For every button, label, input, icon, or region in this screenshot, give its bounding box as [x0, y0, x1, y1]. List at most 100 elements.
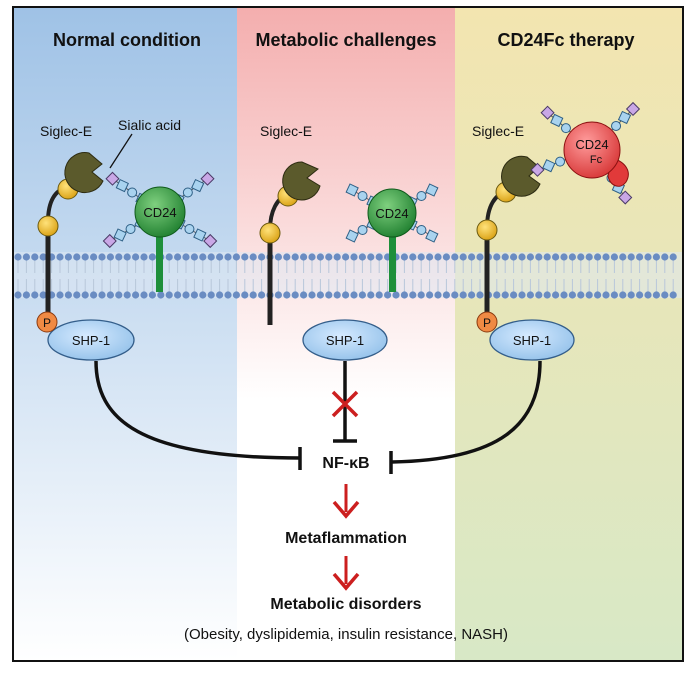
lipid-head — [568, 291, 577, 299]
sialic-acid-diamond — [540, 105, 555, 120]
lipid-head — [594, 291, 602, 299]
lipid-head — [552, 253, 560, 261]
lipid-head — [501, 291, 509, 299]
lipid-head — [358, 291, 366, 299]
lipid-head — [543, 253, 551, 261]
lipid-head — [409, 291, 417, 299]
lipid-head — [451, 291, 459, 299]
lipid-head — [157, 291, 165, 299]
lipid-head — [115, 291, 123, 299]
lipid-head — [39, 291, 47, 299]
glycan-square — [542, 159, 556, 173]
lipid-head — [585, 291, 593, 299]
sialic-acid-diamond — [102, 233, 117, 249]
glycan-square — [345, 229, 359, 243]
siglec-e-label-cd24fc: Siglec-E — [472, 123, 524, 139]
glycan-circle — [184, 224, 195, 234]
sialic-acid-label: Sialic acid — [118, 117, 181, 133]
lipid-head — [610, 253, 619, 261]
lipid-head — [661, 253, 669, 261]
lipid-head — [64, 253, 72, 261]
lipid-head — [14, 253, 22, 261]
glycan-square — [425, 229, 439, 243]
panel-title-cd24fc: CD24Fc therapy — [497, 30, 634, 50]
lipid-head — [409, 253, 417, 261]
lipid-head — [669, 253, 677, 261]
lipid-head — [182, 291, 190, 299]
lipid-head — [426, 291, 434, 299]
glycan-circle — [182, 187, 193, 198]
shp1-normal — [47, 319, 135, 361]
lipid-head — [274, 291, 282, 299]
lipid-head — [216, 253, 224, 261]
sialic-acid-diamond — [203, 233, 218, 249]
lipid-head — [535, 291, 543, 299]
lipid-head — [552, 291, 560, 299]
lipid-head — [148, 253, 156, 261]
shp1-label-cd24fc: SHP-1 — [513, 333, 551, 348]
lipid-head — [291, 253, 299, 261]
lipid-head — [274, 253, 282, 261]
glycan-square — [113, 228, 127, 242]
lipid-head — [560, 253, 568, 261]
cd24fc-label-line1: CD24 — [575, 137, 608, 152]
lipid-head — [241, 291, 249, 299]
lipid-head — [174, 253, 182, 261]
siglec-e-receptor-normal — [37, 152, 104, 320]
glycan-circle — [560, 123, 571, 134]
lipid-head — [308, 291, 316, 299]
lipid-head — [367, 253, 375, 261]
glycan-circle — [416, 225, 427, 235]
lipid-head — [140, 291, 148, 299]
lipid-head — [417, 291, 425, 299]
sialic-acid-diamond — [200, 171, 215, 186]
lipid-head — [661, 291, 669, 299]
lipid-head — [207, 253, 215, 261]
sialic-acid-diamond — [105, 171, 120, 186]
lipid-head — [241, 253, 249, 261]
lipid-head — [342, 253, 350, 261]
nfkb-label: NF-κB — [322, 455, 369, 472]
cd24fc-molecule — [530, 101, 641, 205]
lipid-head — [31, 291, 39, 299]
lipid-head — [602, 253, 610, 261]
lipid-head — [392, 291, 400, 299]
lipid-head — [577, 253, 585, 261]
lipid-head — [333, 291, 341, 299]
glycan-circle — [127, 187, 138, 198]
cd24-glycoprotein-normal — [102, 171, 218, 292]
lipid-head — [14, 291, 22, 299]
blocked-x-icon — [331, 390, 359, 418]
lipid-head — [216, 291, 224, 299]
lipid-head — [644, 253, 652, 261]
arrow-down-icon-1 — [332, 484, 360, 519]
lipid-head — [140, 253, 148, 261]
shp1-label-metabolic: SHP-1 — [326, 333, 364, 348]
lipid-head — [190, 291, 198, 299]
phospho-icon-cd24fc — [476, 311, 498, 333]
lipid-head — [308, 253, 316, 261]
lipid-head — [81, 253, 89, 261]
glycan-square — [193, 228, 207, 242]
sialic-acid-pointer — [109, 133, 133, 169]
shp1-metabolic — [302, 319, 388, 361]
lipid-head — [459, 291, 467, 299]
lipid-head — [165, 291, 173, 299]
lipid-head — [123, 253, 131, 261]
phospho-label-normal: P — [43, 316, 51, 330]
lipid-head — [375, 253, 383, 261]
lipid-head — [90, 253, 98, 261]
lipid-head — [232, 291, 240, 299]
panel-title-metabolic: Metabolic challenges — [255, 30, 436, 50]
cell-membrane — [14, 252, 682, 299]
lipid-head — [22, 291, 30, 299]
lipid-head — [199, 291, 207, 299]
lipid-head — [358, 253, 366, 261]
sialic-acid-diamond — [530, 162, 545, 177]
lipid-head — [476, 291, 484, 299]
sialic-acid-diamond — [618, 190, 633, 205]
lipid-head — [652, 253, 661, 261]
lipid-head — [367, 291, 375, 299]
lipid-head — [174, 291, 182, 299]
lipid-head — [283, 253, 291, 261]
